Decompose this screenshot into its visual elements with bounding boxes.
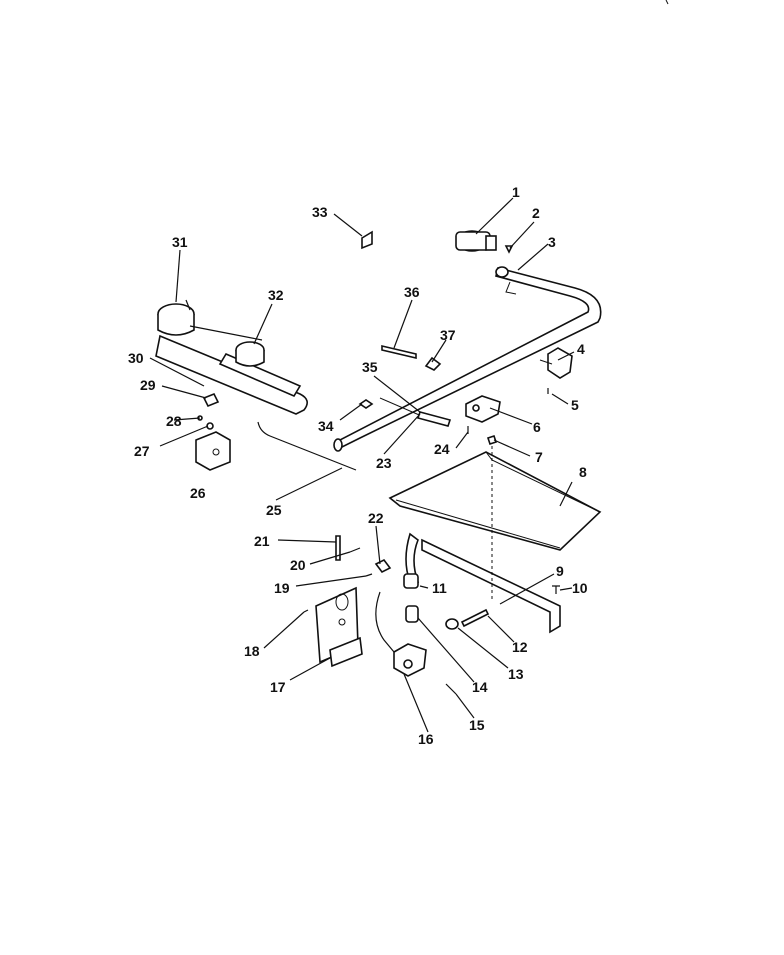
callout-14: 14 — [472, 679, 488, 695]
leader-lines — [149, 197, 575, 733]
callout-7: 7 — [535, 449, 543, 465]
bracket-22 — [374, 558, 392, 574]
manifold-pipe — [333, 266, 602, 452]
bracket-26 — [195, 431, 231, 471]
callout-15: 15 — [469, 717, 485, 733]
callout-4: 4 — [577, 341, 585, 357]
mounting-plate — [315, 586, 363, 668]
burner-assembly — [155, 303, 308, 415]
callout-30: 30 — [128, 350, 144, 366]
burner-valve — [465, 395, 501, 423]
bushing-13 — [445, 618, 459, 630]
callout-32: 32 — [268, 287, 284, 303]
corner-mark — [665, 0, 669, 5]
screw-18 — [303, 609, 309, 613]
callout-20: 20 — [290, 557, 306, 573]
callout-28: 28 — [166, 413, 182, 429]
tube-25 — [257, 421, 357, 471]
callout-18: 18 — [244, 643, 260, 659]
callout-16: 16 — [418, 731, 434, 747]
callout-2: 2 — [532, 205, 540, 221]
callout-26: 26 — [190, 485, 206, 501]
callout-34: 34 — [318, 418, 334, 434]
callout-24: 24 — [434, 441, 450, 457]
callout-8: 8 — [579, 464, 587, 480]
callout-17: 17 — [270, 679, 286, 695]
callout-6: 6 — [533, 419, 541, 435]
callout-11: 11 — [432, 580, 447, 596]
callout-12: 12 — [512, 639, 528, 655]
clip-14 — [405, 605, 419, 623]
callout-25: 25 — [266, 502, 282, 518]
screw-10 — [552, 585, 560, 594]
igniter-35 — [416, 411, 452, 427]
callout-19: 19 — [274, 580, 290, 596]
tube-19 — [365, 573, 373, 577]
callout-27: 27 — [134, 443, 150, 459]
callout-5: 5 — [571, 397, 579, 413]
clip-33 — [361, 230, 373, 250]
screw-34 — [358, 399, 374, 409]
callout-37: 37 — [440, 327, 456, 343]
callout-13: 13 — [508, 666, 524, 682]
callout-36: 36 — [404, 284, 420, 300]
callout-35: 35 — [362, 359, 378, 375]
callout-10: 10 — [572, 580, 588, 596]
callout-22: 22 — [368, 510, 384, 526]
oven-valve — [375, 591, 427, 677]
clip-29 — [202, 392, 220, 408]
pin-12 — [460, 608, 490, 628]
callout-21: 21 — [254, 533, 270, 549]
rod-21 — [335, 535, 341, 561]
callout-labels: 1 2 3 4 5 6 7 8 9 10 11 12 13 14 15 16 1… — [128, 184, 588, 747]
callout-3: 3 — [548, 234, 556, 250]
valve-bracket — [539, 347, 573, 379]
callout-1: 1 — [512, 184, 520, 200]
screw-15 — [445, 683, 457, 695]
cap-37 — [424, 356, 442, 371]
pressure-regulator — [455, 230, 497, 252]
orifice-holder — [403, 573, 419, 589]
callout-23: 23 — [376, 455, 392, 471]
rod-36 — [381, 344, 417, 360]
callout-9: 9 — [556, 563, 564, 579]
callout-31: 31 — [172, 234, 188, 250]
callout-29: 29 — [140, 377, 156, 393]
screw-20 — [349, 547, 361, 553]
clip-7 — [486, 434, 498, 446]
heat-shield — [388, 451, 602, 551]
callout-33: 33 — [312, 204, 328, 220]
